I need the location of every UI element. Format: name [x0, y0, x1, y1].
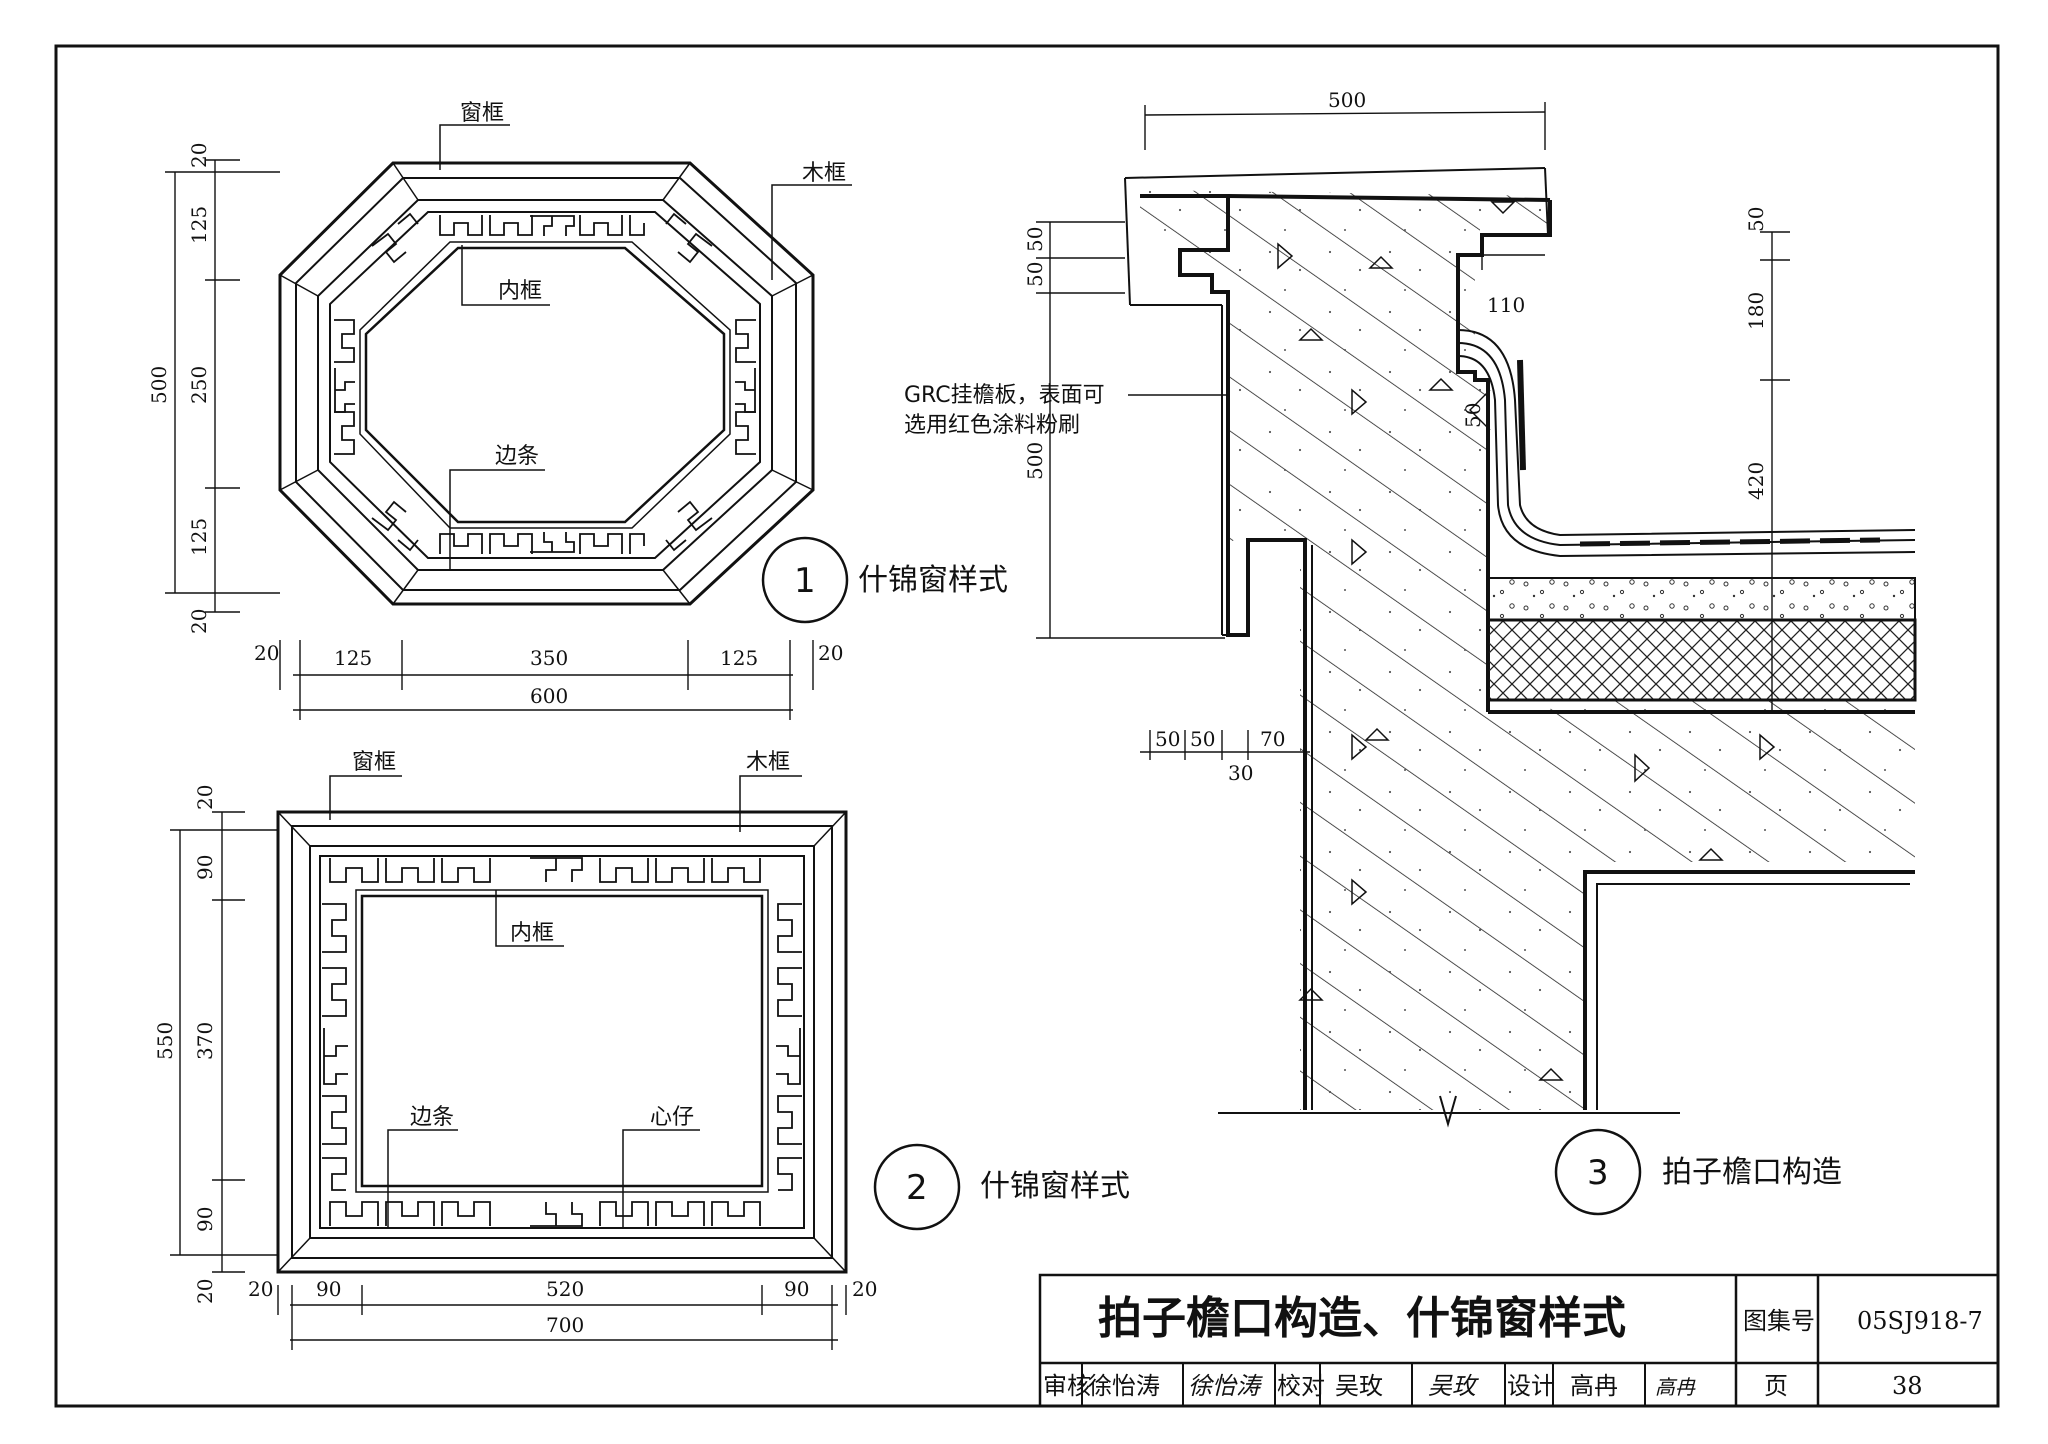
audit-label: 审核 — [1043, 1372, 1091, 1400]
design-signature: 高冉 — [1655, 1375, 1696, 1399]
d1-dim-v-125-bottom: 125 — [187, 518, 211, 556]
title-block — [1038, 1273, 2000, 1408]
d1-caption: 什锦窗样式 — [858, 563, 1008, 598]
d2-dim-v-20-top: 20 — [193, 785, 217, 810]
d3-dim-top-500: 500 — [1328, 88, 1366, 112]
d3-dim-left-50b: 50 — [1023, 262, 1047, 287]
d2-dim-v-90-bottom: 90 — [193, 1207, 217, 1232]
design-label: 设计 — [1507, 1372, 1555, 1400]
d1-dim-h-125-right: 125 — [720, 646, 758, 670]
d1-dim-h-20-left: 20 — [254, 641, 279, 665]
d3-callout-number: 3 — [1587, 1153, 1609, 1193]
d1-callout-circle — [761, 536, 849, 624]
d2-label-edge-strip: 边条 — [410, 1105, 454, 1130]
d1-label-edge-strip: 边条 — [495, 444, 539, 469]
detail-2-rect-window — [276, 810, 848, 1274]
atlas-number: 05SJ918-7 — [1857, 1307, 1983, 1335]
d3-dim-bottom-50b: 50 — [1190, 727, 1215, 751]
d1-dim-v-125-top: 125 — [187, 206, 211, 244]
d1-dim-h-20-right: 20 — [818, 641, 843, 665]
d3-dim-left-500: 500 — [1023, 442, 1047, 480]
atlas-label: 图集号 — [1743, 1307, 1815, 1335]
d2-dim-v-370: 370 — [193, 1022, 217, 1060]
d2-callout-circle — [873, 1143, 961, 1231]
d3-dim-bottom-30: 30 — [1228, 761, 1253, 785]
d3-dim-bottom-70: 70 — [1260, 727, 1285, 751]
d2-dim-v-20-bottom: 20 — [193, 1279, 217, 1304]
drawing-title: 拍子檐口构造、什锦窗样式 — [1098, 1293, 1626, 1344]
d3-dim-50-inner: 50 — [1461, 403, 1485, 428]
d2-caption: 什锦窗样式 — [980, 1169, 1130, 1204]
d1-label-inner-frame: 内框 — [498, 279, 542, 304]
d3-dim-right-180: 180 — [1744, 292, 1768, 330]
d2-label-wood-frame: 木框 — [746, 750, 790, 775]
d1-callout-number: 1 — [794, 561, 816, 601]
d2-dim-h-20-left: 20 — [248, 1277, 273, 1301]
detail-1-octagon-window — [278, 161, 815, 606]
d3-caption: 拍子檐口构造 — [1662, 1155, 1842, 1190]
sheet-border — [54, 44, 2000, 1408]
d3-note-line2: 选用红色涂料粉刷 — [904, 413, 1080, 438]
d3-note-line1: GRC挂檐板，表面可 — [904, 383, 1105, 408]
d2-label-window-frame: 窗框 — [352, 750, 396, 775]
d1-dim-h-350: 350 — [530, 646, 568, 670]
check-label: 校对 — [1277, 1372, 1325, 1400]
check-signature: 吴玫 — [1428, 1372, 1479, 1400]
d1-dim-v-250: 250 — [187, 366, 211, 404]
d2-label-core: 心仔 — [650, 1105, 694, 1130]
d3-dim-110: 110 — [1487, 293, 1525, 317]
d1-label-wood-frame: 木框 — [802, 161, 846, 186]
d2-label-inner-frame: 内框 — [510, 921, 554, 946]
detail-3-eave-section — [1124, 167, 1917, 1128]
d2-dim-v-90-top: 90 — [193, 855, 217, 880]
d2-dim-h-90-right: 90 — [784, 1277, 809, 1301]
d2-dim-v-total: 550 — [153, 1022, 177, 1060]
d1-dim-v-total: 500 — [147, 366, 171, 404]
d1-dim-h-total: 600 — [530, 684, 568, 708]
page-number: 38 — [1892, 1372, 1923, 1400]
d3-dim-left-50a: 50 — [1023, 227, 1047, 252]
audit-signature: 徐怡涛 — [1188, 1372, 1263, 1400]
d2-dim-h-total: 700 — [546, 1313, 584, 1337]
d1-dim-v-20-bottom: 20 — [187, 609, 211, 634]
d3-dim-bottom-50a: 50 — [1155, 727, 1180, 751]
d1-label-window-frame: 窗框 — [460, 101, 504, 126]
d3-dim-right-50: 50 — [1744, 207, 1768, 232]
d1-dim-h-125-left: 125 — [334, 646, 372, 670]
d1-dim-v-20-top: 20 — [187, 143, 211, 168]
d2-dim-h-520: 520 — [546, 1277, 584, 1301]
d2-dim-h-90-left: 90 — [316, 1277, 341, 1301]
design-name: 高冉 — [1570, 1372, 1618, 1400]
d2-dim-h-20-right: 20 — [852, 1277, 877, 1301]
d3-callout-circle — [1554, 1128, 1642, 1216]
audit-name: 徐怡涛 — [1088, 1372, 1160, 1400]
page-label: 页 — [1764, 1372, 1788, 1400]
check-name: 吴玫 — [1335, 1372, 1383, 1400]
d3-dim-right-420: 420 — [1744, 462, 1768, 500]
d2-callout-number: 2 — [906, 1168, 928, 1208]
